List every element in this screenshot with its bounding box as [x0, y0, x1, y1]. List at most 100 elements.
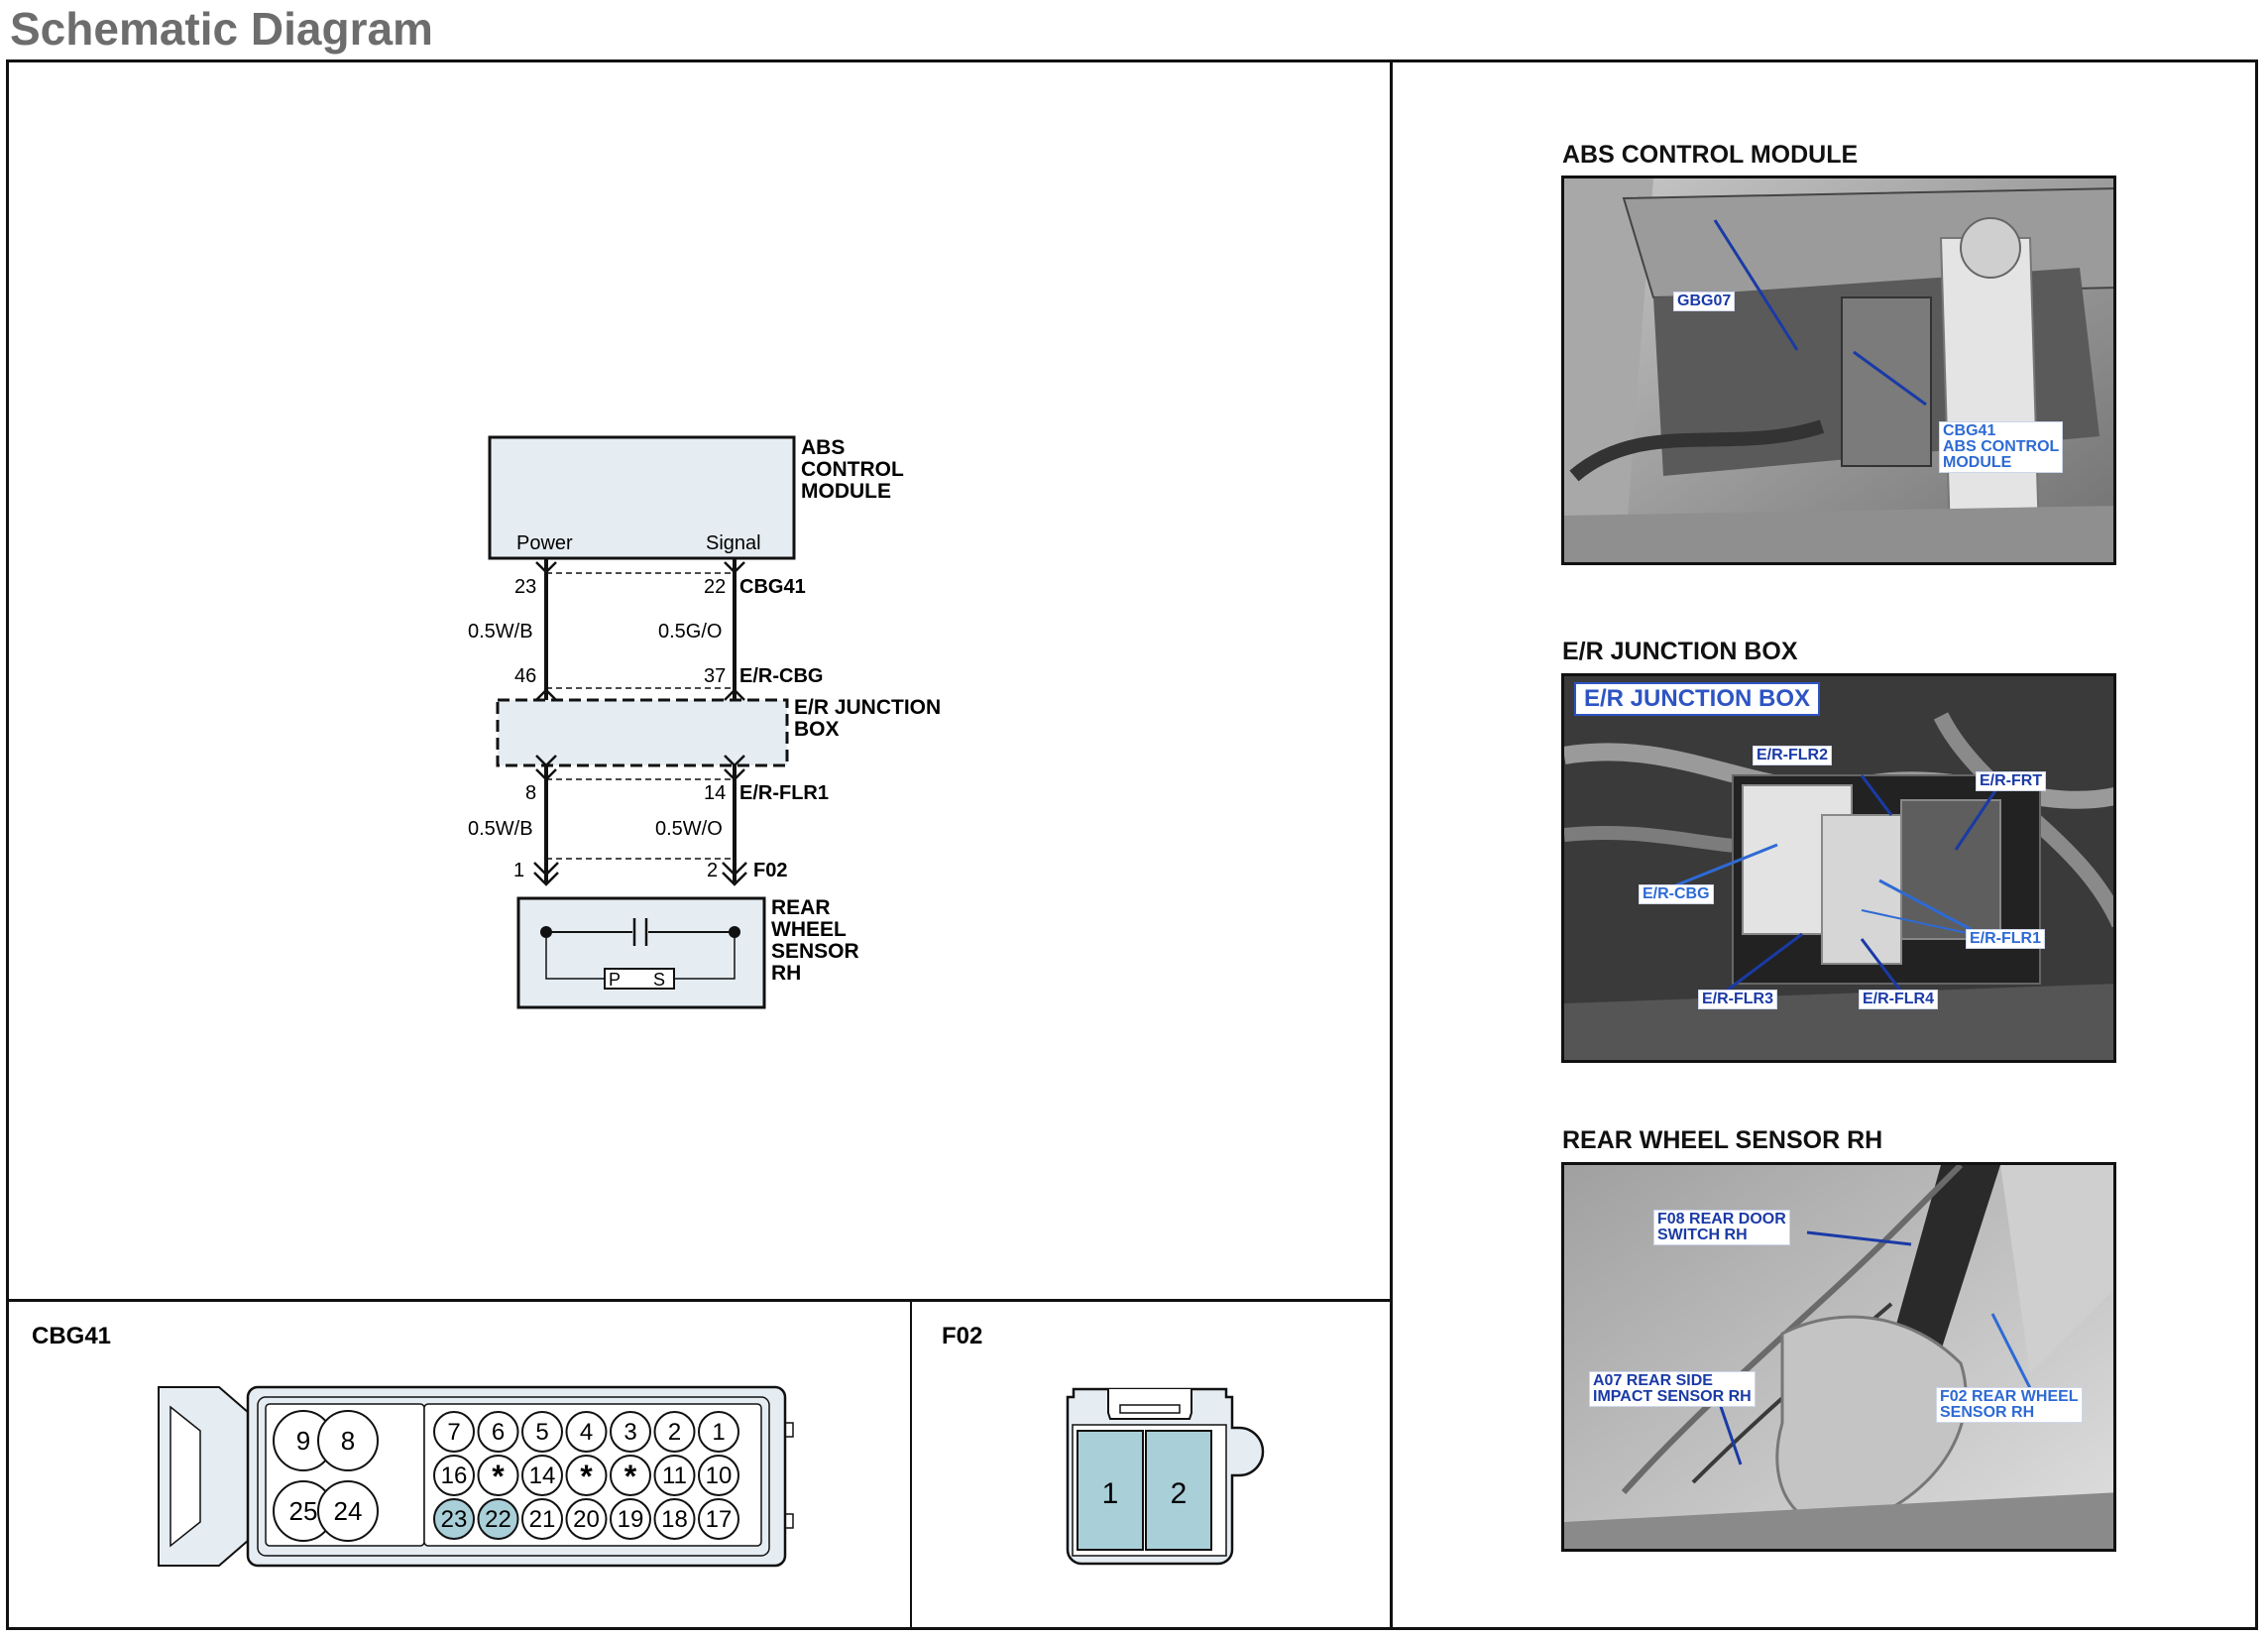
cbg41-pin-label: * [624, 1459, 637, 1494]
cbg41-body-inner [257, 1396, 770, 1557]
cbg41-pin-1 [698, 1411, 739, 1453]
wire-color-power-lower: 0.5W/B [468, 818, 533, 840]
junction-photo-banner: E/R JUNCTION BOX [1574, 682, 1821, 716]
cbg41-pin-10 [698, 1455, 739, 1496]
junction-in-symbol-right [724, 688, 745, 701]
cbg41-pin-19 [610, 1498, 651, 1540]
junction-out-symbol-left [535, 755, 557, 767]
cbg41-pin-label: 17 [706, 1506, 733, 1533]
cbg41-pin-5 [521, 1411, 563, 1453]
cbg41-latch-inner [170, 1405, 201, 1548]
cbg41-pin-label: 1 [712, 1419, 725, 1446]
sensor-ps-element [604, 968, 675, 990]
junction-box-label-2: BOX [794, 718, 840, 741]
sensor-inner-wire-right [674, 932, 736, 980]
f02-connector-view: F02 1 2 [942, 1323, 1265, 1566]
abs-module-box [488, 435, 796, 560]
f02-pin1-symbol-a [533, 862, 559, 877]
cbg41-pin-16 [433, 1455, 475, 1496]
cbg41-pin-label: * [580, 1459, 593, 1494]
abs-photo-title: ABS CONTROL MODULE [1562, 141, 1859, 169]
cbg41-pin-label: 21 [529, 1506, 556, 1533]
circuit-schematic: ABS CONTROL MODULE Power Signal 23 22 CB… [468, 435, 941, 1009]
junction-box-photo: E/R JUNCTION BOX E/R-FLR2 E/R-FRT E/R-CB… [1561, 673, 2116, 1063]
signal-pin-label: Signal [706, 532, 761, 554]
sensor-photo-title: REAR WHEEL SENSOR RH [1562, 1126, 1883, 1154]
callout-a07: A07 REAR SIDE IMPACT SENSOR RH [1589, 1371, 1756, 1407]
cbg41-pin-14 [521, 1455, 563, 1496]
f02-pin2-symbol-a [722, 862, 747, 877]
cbg41-pin-unused [610, 1455, 651, 1496]
callout-cbg41: CBG41 ABS CONTROL MODULE [1939, 421, 2064, 473]
cbg41-pin-11 [653, 1455, 696, 1496]
f02-latch [1107, 1389, 1192, 1420]
callout-gbg07: GBG07 [1673, 292, 1736, 311]
cbg41-pin-label: 10 [706, 1462, 733, 1489]
cbg41-pin-7 [433, 1411, 475, 1453]
cbg41-large-pin-label: 8 [341, 1426, 355, 1456]
cbg41-pin22: 22 [704, 576, 726, 598]
cbg41-pin-label: 16 [441, 1462, 468, 1489]
cbg41-pin-3 [610, 1411, 651, 1453]
abs-module-label-2: CONTROL [801, 458, 904, 481]
cbg41-pin-18 [653, 1498, 696, 1540]
cbg41-view-label: CBG41 [32, 1323, 111, 1349]
junction-box [496, 698, 789, 767]
f02-pin2: 2 [707, 860, 718, 881]
cbg41-pin-2 [653, 1411, 696, 1453]
cbg41-pin-unused [565, 1455, 608, 1496]
f02-view-label: F02 [942, 1323, 982, 1349]
f02-pin2-symbol-b [722, 872, 747, 886]
sensor-label-2: WHEEL [771, 918, 847, 941]
junction-in-symbol-left [535, 688, 557, 701]
vertical-divider [1390, 59, 1393, 1630]
rear-wheel-sensor-box [516, 896, 766, 1009]
cbg41-large-pin-8 [317, 1410, 379, 1471]
rear-wheel-sensor-photo: F08 REAR DOOR SWITCH RH A07 REAR SIDE IM… [1561, 1162, 2116, 1552]
horizontal-divider [6, 1299, 1393, 1302]
cbg41-pin-22 [477, 1498, 519, 1540]
f02-pin2-cell [1145, 1430, 1212, 1551]
page-title: Schematic Diagram [10, 3, 433, 55]
cbg41-pin-label: 19 [618, 1506, 644, 1533]
sensor-s-label: S [653, 970, 665, 990]
junction-out-symbol-right [724, 755, 745, 767]
sensor-label-1: REAR [771, 896, 831, 919]
cbg41-pin-label: 6 [492, 1419, 505, 1446]
cbg41-key-2 [784, 1513, 794, 1529]
callout-er-frt: E/R-FRT [1976, 771, 2047, 791]
cbg41-pin-label: 18 [661, 1506, 688, 1533]
cbg41-pin-label: 4 [580, 1419, 593, 1446]
diagram-frame [6, 59, 2258, 1630]
cbg41-pin22-symbol [724, 561, 745, 574]
sensor-label-4: RH [771, 962, 801, 985]
abs-module-label-3: MODULE [801, 480, 891, 503]
er-flr1-pin14-symbol [724, 768, 745, 781]
cbg41-pin-label: 5 [535, 1419, 548, 1446]
callout-f02: F02 REAR WHEEL SENSOR RH [1936, 1387, 2083, 1423]
er-cbg-pin37: 37 [704, 665, 726, 687]
f02-pin1-cell [1077, 1430, 1144, 1551]
cbg41-large-pin-label: 9 [296, 1426, 310, 1456]
callout-er-cbg: E/R-CBG [1639, 884, 1714, 904]
callout-er-flr4: E/R-FLR4 [1859, 990, 1938, 1009]
cbg41-large-pin-label: 25 [289, 1496, 318, 1526]
f02-pin1-label: 1 [1102, 1477, 1119, 1510]
er-flr1-pin8-symbol [535, 768, 557, 781]
er-flr1-connector-name: E/R-FLR1 [739, 782, 829, 804]
callout-er-flr1: E/R-FLR1 [1966, 929, 2045, 949]
cbg41-large-pin-24 [317, 1480, 379, 1542]
sensor-p-label: P [609, 970, 621, 990]
callout-er-flr2: E/R-FLR2 [1753, 746, 1832, 765]
cbg41-pin-17 [698, 1498, 739, 1540]
connector-divider [910, 1299, 912, 1630]
f02-latch-slot [1119, 1404, 1181, 1414]
cbg41-pin-23 [433, 1498, 475, 1540]
f02-pin2-label: 2 [1171, 1477, 1188, 1510]
er-cbg-pin46: 46 [514, 665, 536, 687]
cbg41-pin-label: 14 [529, 1462, 556, 1489]
cbg41-connector-name: CBG41 [739, 576, 806, 598]
junction-photo-illustration [1564, 676, 2113, 1060]
